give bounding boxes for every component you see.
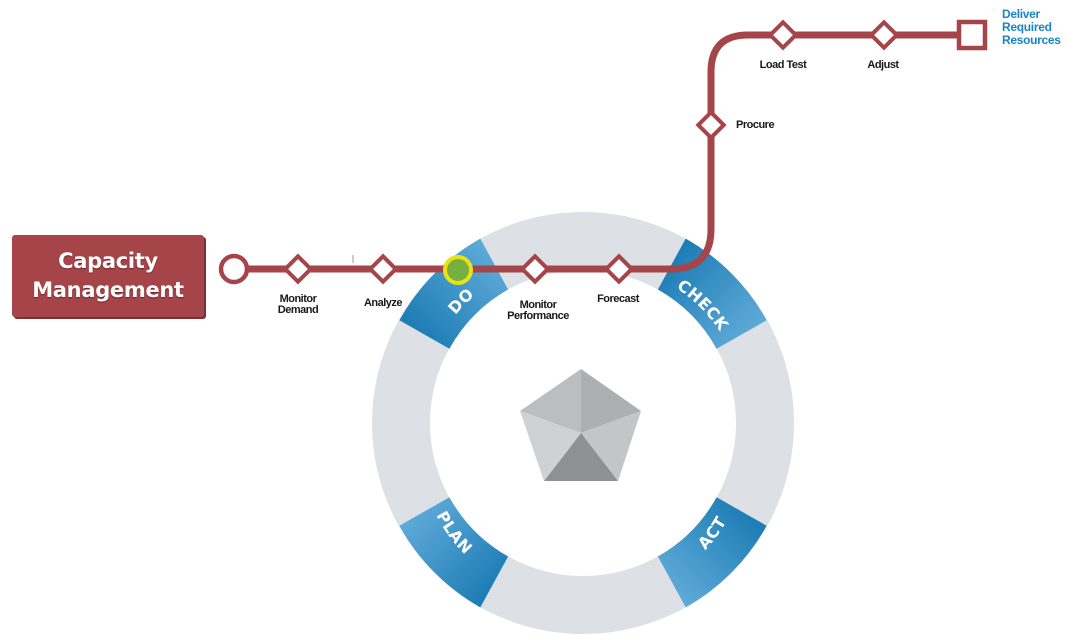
step-label-monitor-demand: Monitor Demand xyxy=(277,293,319,316)
step-node-forecast xyxy=(603,253,635,285)
step-label-procure: Procure xyxy=(736,119,775,131)
step-label-adjust: Adjust xyxy=(867,59,899,71)
start-node xyxy=(218,253,250,285)
step-label-load-test: Load Test xyxy=(759,59,807,71)
step-node-monitor-performance xyxy=(519,253,551,285)
step-label-forecast: Forecast xyxy=(597,293,639,305)
title-line-1: Capacity xyxy=(58,249,158,273)
process-track xyxy=(234,31,972,273)
step-node-procure xyxy=(695,109,727,141)
step-label-analyze: Analyze xyxy=(363,297,403,309)
step-label-monitor-performance: Monitor Performance xyxy=(507,299,569,322)
step-node-analyze xyxy=(367,253,399,285)
cycle-ring xyxy=(372,212,794,634)
step-node-monitor-demand xyxy=(282,253,314,285)
title-box: Capacity Management xyxy=(12,235,204,317)
step-node-adjust xyxy=(868,19,900,51)
end-node xyxy=(956,19,988,51)
title-line-2: Management xyxy=(32,278,184,302)
step-node-load-test xyxy=(767,19,799,51)
pentagon-icon xyxy=(520,369,641,481)
current-step-marker xyxy=(443,255,473,285)
end-label: Deliver Required Resources xyxy=(1002,7,1061,47)
segment-plan xyxy=(399,497,509,608)
segment-act xyxy=(657,497,767,608)
